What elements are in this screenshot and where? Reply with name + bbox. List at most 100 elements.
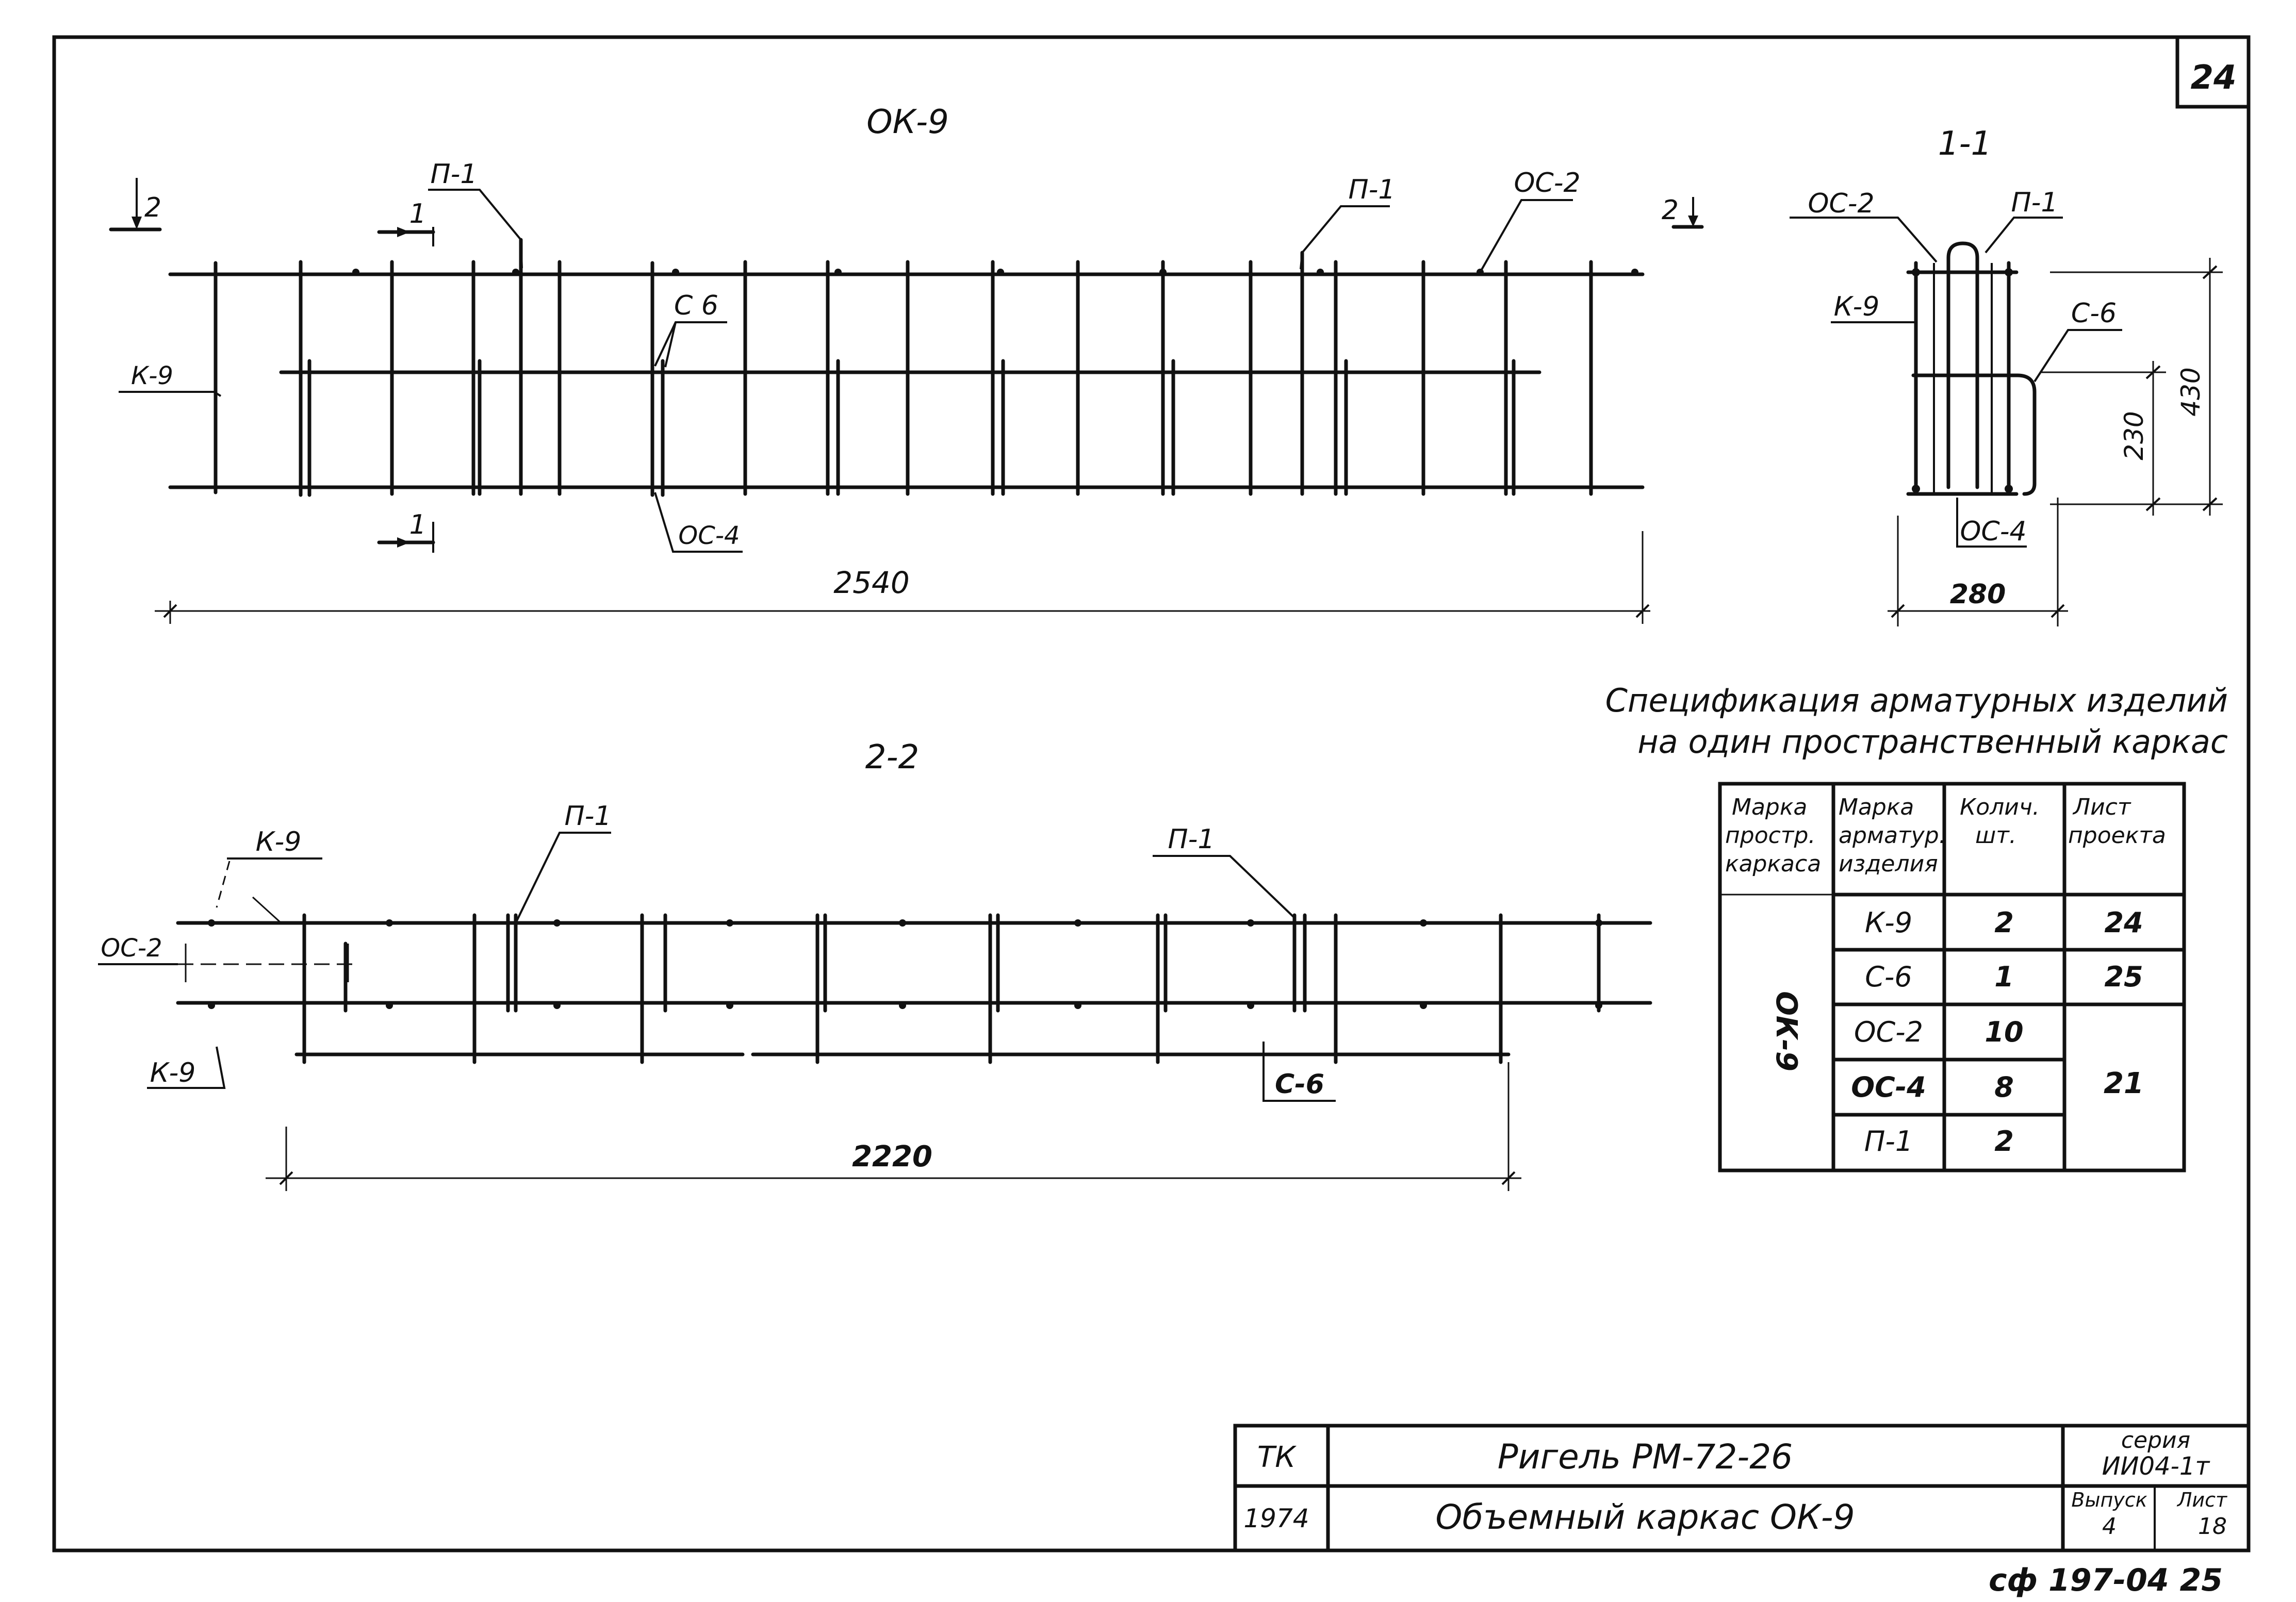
s22-verticals [302,913,1601,1064]
s11-label-oc2: ОС-2 [1808,188,1874,219]
leader-c6-main [654,321,727,367]
bar-dot [1420,1002,1427,1009]
s11-leader-oc4 [1956,498,2027,548]
tb-series-label: серия [2121,1427,2190,1454]
stirrups [214,238,1593,497]
spec-row5-item: П-1 [1864,1125,1913,1158]
bar-dot [386,1002,393,1009]
bar-dot [1420,919,1427,927]
bottom-archive-code: сф 197-04 25 [1989,1562,2223,1598]
spec-merged-sheet: 21 [2104,1067,2144,1100]
leader-oc4-main [654,492,743,553]
tb-sheet-value: 18 [2198,1513,2227,1540]
section-2-2: 2-2 К-9 ОС-2 К-9 П-1 П-1 С-6 [98,738,1652,1191]
spec-h1-l3: каркаса [1725,851,1821,877]
bar-dot [997,269,1004,276]
sheet-number: 24 [2190,59,2236,97]
spec-title-line1: Спецификация арматурных изделий [1605,682,2228,719]
leader-oc2-main [1479,199,1573,273]
bar-dot [726,919,733,927]
bar-dot [1247,919,1254,927]
s22-dim-2220-tick-left [279,1171,293,1185]
bar-dots [352,269,1638,276]
cut-2-right-arrowhead [1688,216,1698,227]
label-oc2-main: ОС-2 [1514,168,1580,199]
bar-dot [208,919,215,927]
section-1-1: 1-1 ОС-2 П-1 К-9 С-6 ОС-4 430 [1790,125,2223,626]
leader-p1-left [428,189,523,269]
cut-1-bottom-arrowhead [397,537,410,548]
s11-dim-230-tick-top [2145,365,2161,379]
bar-dot [899,919,906,927]
s11-dot-tr [2005,268,2013,276]
main-elevation: ОК-9 2 2 1 1 П-1 П-1 ОС [109,103,1704,624]
s11-dim-230-tick-bottom [2145,497,2161,511]
s11-leader-c6 [2033,329,2122,383]
s22-label-k9-bottom: К-9 [150,1058,196,1088]
leader-k9-main [119,391,222,397]
spec-row2-item: С-6 [1865,961,1912,993]
s11-dim-280-tick-right [2051,604,2065,618]
label-oc4-main: ОС-4 [678,521,740,550]
cut-2-left-arrowhead [132,217,142,229]
s11-dim-430-tick-bottom [2202,497,2218,511]
s22-label-k9-top: К-9 [256,827,302,857]
bar-dot [208,1002,215,1009]
label-p1-left: П-1 [431,159,478,190]
label-k9-main: К-9 [131,361,173,390]
spec-h4-l1: Лист [2072,794,2131,820]
dim-value-2540: 2540 [833,565,910,600]
s22-leader-c6 [1262,1042,1336,1102]
spec-row3-item: ОС-2 [1854,1016,1923,1048]
s22-leader-p1-right [1153,855,1295,919]
s11-dim-280-tick-left [1891,604,1905,618]
bar-dot [1247,1002,1254,1009]
s11-label-p1: П-1 [2011,187,2058,218]
spec-frame-mark: ОК-9 [1769,991,1803,1071]
label-p1-right: П-1 [1349,174,1396,205]
spec-row1-sheet: 24 [2104,906,2143,939]
section-1-1-title: 1-1 [1938,125,1992,163]
tb-issue-label: Выпуск [2071,1489,2147,1511]
s22-label-p1-right: П-1 [1168,824,1215,855]
s11-dot-br [2005,485,2013,493]
bar-dot [899,1002,906,1009]
spec-row4-qty: 8 [1994,1071,2014,1103]
s11-label-oc4: ОС-4 [1960,516,2026,547]
s22-dim-2220-tick-right [1501,1171,1516,1185]
spec-row4-item: ОС-4 [1851,1071,1926,1103]
bar-dot [1159,269,1167,276]
s11-dot-bl [1912,485,1920,493]
s22-label-p1-left: П-1 [565,801,612,832]
spec-h2-l3: изделия [1839,851,1938,877]
bar-dot [1595,919,1602,927]
spec-title-line2: на один пространственный каркас [1637,723,2228,761]
s11-label-c6: С-6 [2071,298,2117,329]
tb-issue-value: 4 [2102,1513,2117,1540]
spec-row2-qty: 1 [1994,961,2014,993]
s11-leader-p1 [1985,217,2063,254]
s22-leader-k9-top-dashed [216,861,231,908]
s11-dim-280-value: 280 [1950,579,2006,610]
dim-tick-2540-right [1635,604,1650,618]
tb-year: 1974 [1243,1504,1309,1533]
tb-sheet-label: Лист [2176,1489,2228,1511]
section-2-2-title: 2-2 [865,738,920,777]
title-block-border [1233,1424,2251,1553]
leader-p1-right [1300,205,1390,270]
leader-c6-main-2 [664,322,677,368]
bar-dot [352,269,359,276]
cut-2-right-label: 2 [1662,195,1679,226]
spec-table-border [1718,782,2186,1172]
s22-label-c6: С-6 [1275,1069,1324,1100]
bar-dot [726,1002,733,1009]
spec-row2-sheet: 25 [2104,961,2143,993]
cut-1-bottom-label: 1 [409,509,426,540]
bar-dot [672,269,679,276]
spec-row5-qty: 2 [1994,1125,2014,1158]
dim-tick-2540-left [163,604,177,618]
s22-leader-p1-left [515,832,611,923]
cut-1-top-label: 1 [409,199,426,229]
spec-h2-l1: Марка [1839,794,1914,820]
